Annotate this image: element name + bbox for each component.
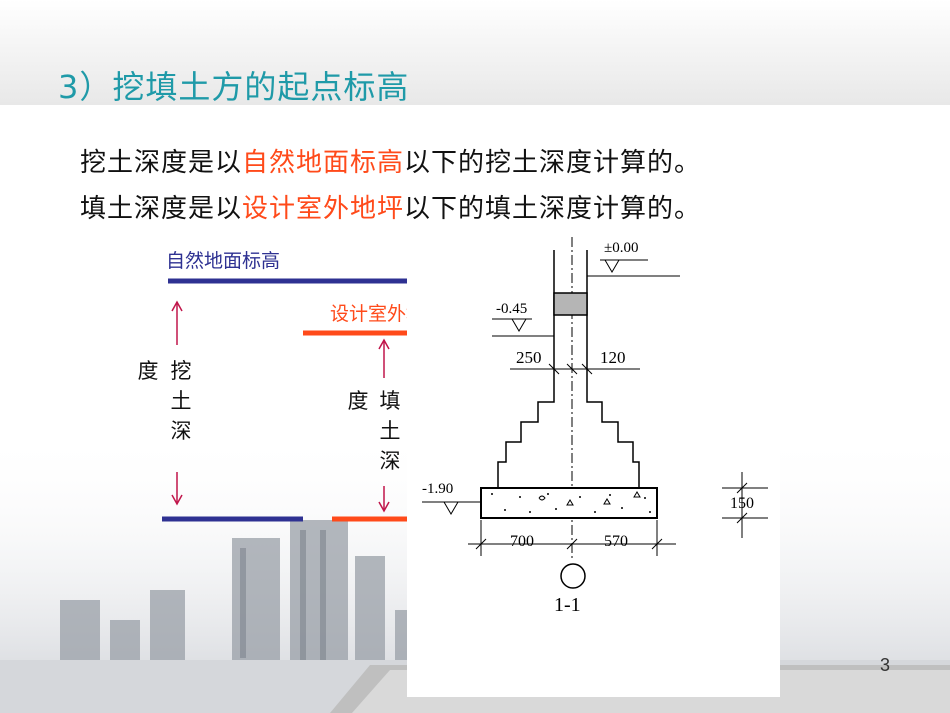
fill-depth-arrow-up xyxy=(378,338,390,378)
page-number: 3 xyxy=(880,655,891,675)
dig-depth-char-1: 度 xyxy=(137,359,159,383)
fill-depth-arrow-down xyxy=(378,486,390,513)
fill-depth-char: 深 xyxy=(379,449,401,473)
dimension-150: 150 xyxy=(730,495,754,512)
elevation-bottom-label: -1.90 xyxy=(422,481,454,497)
damp-proof-course xyxy=(553,292,588,316)
elevation-mid-label: -0.45 xyxy=(496,301,528,317)
dig-depth-arrow-up xyxy=(171,300,183,345)
bottom-dimension xyxy=(468,520,676,556)
dig-depth-char: 土 xyxy=(170,389,192,413)
dig-depth-column: 挖 土 深 xyxy=(169,356,193,446)
elevation-symbol-mid xyxy=(492,318,532,332)
section-marker-circle xyxy=(560,563,586,589)
dig-depth-char: 深 xyxy=(170,419,192,443)
section-label: 1-1 xyxy=(554,594,581,616)
dimension-570: 570 xyxy=(604,533,628,550)
dig-depth-char: 挖 xyxy=(170,359,192,383)
fill-depth-column: 填 土 深 xyxy=(378,386,402,476)
fill-depth-char-1: 度 xyxy=(347,389,369,413)
dimension-250: 250 xyxy=(516,348,542,367)
body-line-1-highlight: 自然地面标高 xyxy=(242,148,405,178)
drawing-panel xyxy=(407,235,780,697)
dimension-700: 700 xyxy=(510,533,534,550)
elevation-symbol-top xyxy=(600,259,648,273)
dig-depth-arrow-down xyxy=(171,472,183,506)
body-line-1-c: 以下的挖土深度计算的。 xyxy=(404,148,702,178)
natural-ground-label: 自然地面标高 xyxy=(166,250,281,272)
fill-depth-char: 土 xyxy=(379,419,401,443)
body-line-2: 填土深度是以设计室外地坪以下的填土深度计算的。 xyxy=(80,188,701,225)
elevation-top-label: ±0.00 xyxy=(604,240,639,256)
concrete-cushion xyxy=(480,487,658,519)
fill-depth-char: 填 xyxy=(379,389,401,413)
slide-title: 3）挖填土方的起点标高 xyxy=(58,68,410,106)
stepped-footing xyxy=(497,372,640,488)
city-skyline xyxy=(60,520,409,670)
body-line-2-highlight: 设计室外地坪 xyxy=(242,194,405,224)
body-line-1-a: 挖土深度是以 xyxy=(80,148,243,178)
body-line-2-a: 填土深度是以 xyxy=(80,194,243,224)
thickness-dimension xyxy=(722,472,768,538)
dimension-120: 120 xyxy=(600,348,626,367)
elevation-symbol-bottom xyxy=(422,501,480,515)
body-line-1: 挖土深度是以自然地面标高以下的挖土深度计算的。 xyxy=(80,142,701,179)
top-dimension xyxy=(510,363,640,375)
body-line-2-c: 以下的填土深度计算的。 xyxy=(404,194,702,224)
